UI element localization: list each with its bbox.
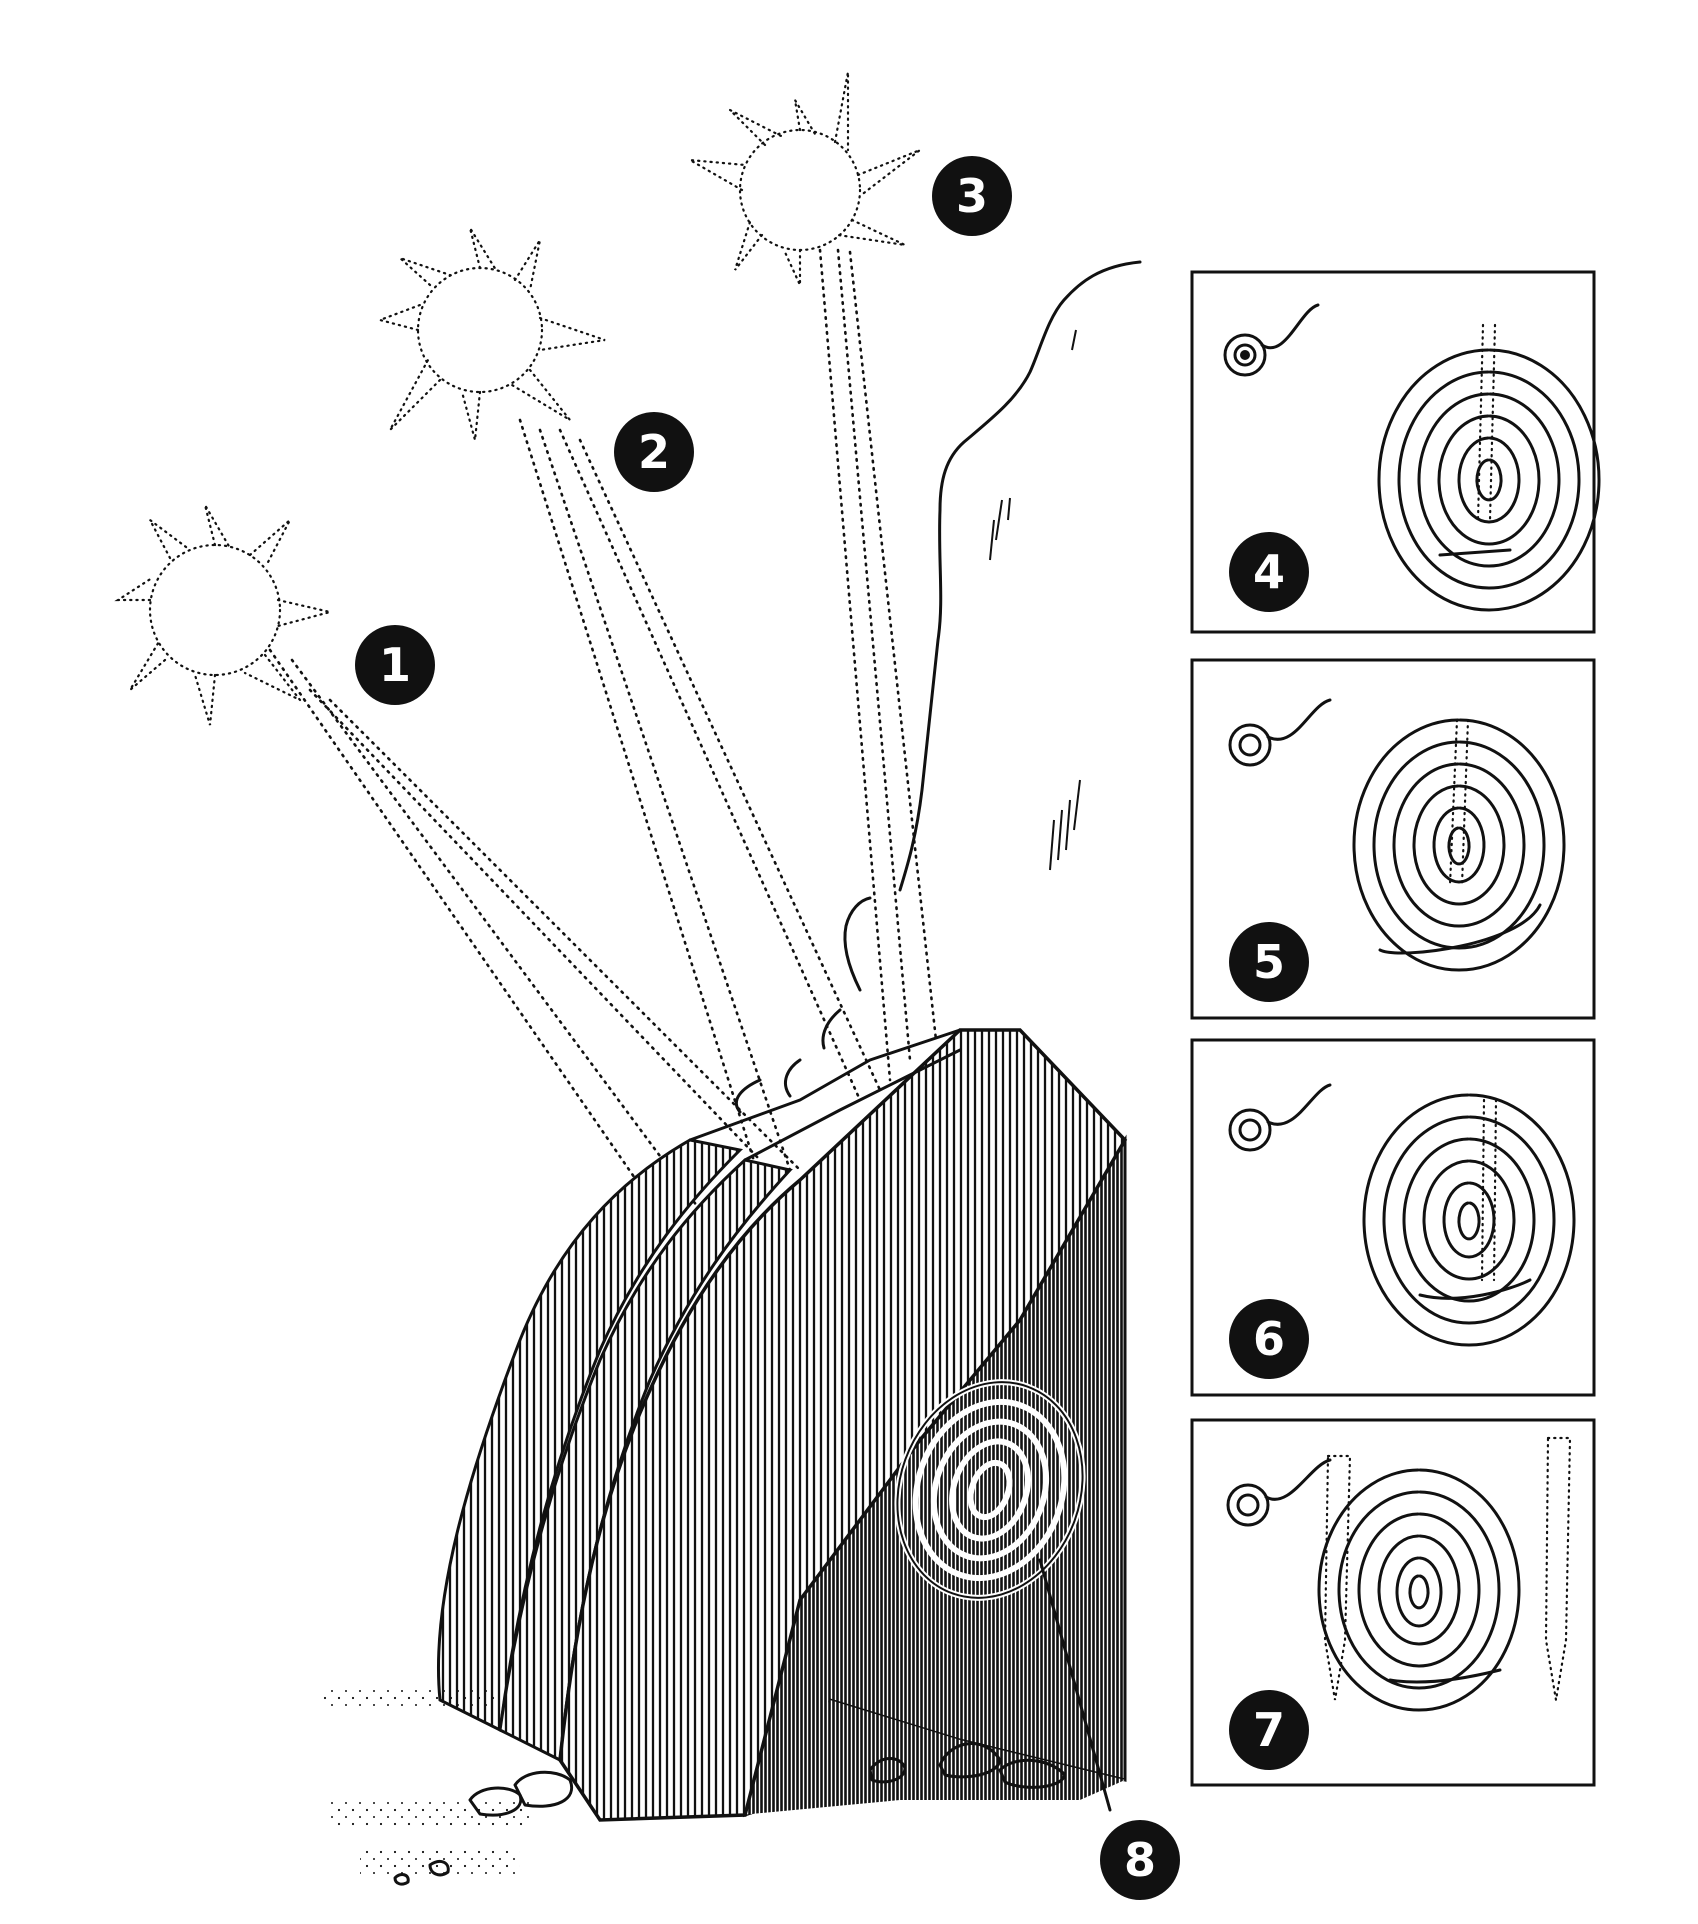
label-badge-6: 6 — [1229, 1299, 1309, 1379]
label-1-text: 1 — [379, 638, 411, 692]
label-5-text: 5 — [1253, 935, 1285, 989]
sun-ray-beams — [268, 248, 938, 1212]
label-6-text: 6 — [1253, 1312, 1285, 1366]
label-7-text: 7 — [1253, 1703, 1285, 1757]
label-badge-5: 5 — [1229, 922, 1309, 1002]
background-boulder — [734, 260, 1142, 1114]
spiral-carving — [894, 1379, 1086, 1601]
carving-pointer-line — [1038, 1558, 1112, 1812]
sun-icon-morning — [114, 504, 331, 726]
label-4-text: 4 — [1253, 545, 1285, 599]
label-badge-1: 1 — [355, 625, 435, 705]
label-8-text: 8 — [1124, 1833, 1156, 1887]
label-badge-3: 3 — [932, 156, 1012, 236]
ground-stones — [320, 1690, 1067, 1886]
label-badge-4: 4 — [1229, 532, 1309, 612]
label-badge-2: 2 — [614, 412, 694, 492]
sun-icon-afternoon — [689, 71, 921, 286]
sun-icon-noon — [376, 227, 606, 441]
label-3-text: 3 — [956, 169, 988, 223]
label-2-text: 2 — [638, 425, 670, 479]
label-badge-7: 7 — [1229, 1690, 1309, 1770]
label-badge-8: 8 — [1100, 1820, 1180, 1900]
